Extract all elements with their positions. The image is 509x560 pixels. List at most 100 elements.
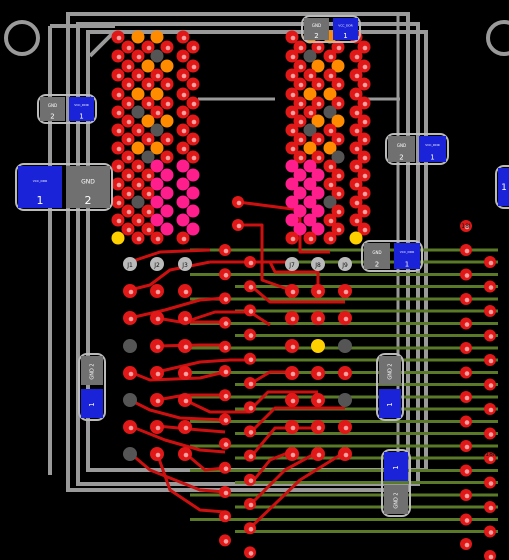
pad <box>219 244 231 256</box>
pad <box>484 550 496 560</box>
pad <box>111 30 125 44</box>
pad <box>141 204 155 218</box>
pad <box>303 87 317 101</box>
pad <box>219 316 231 329</box>
pad <box>176 105 190 119</box>
pad <box>460 489 472 501</box>
outline-rect-outer <box>66 12 410 492</box>
pad <box>331 168 345 182</box>
pad <box>311 59 325 73</box>
outline-diag <box>88 32 114 58</box>
pad <box>285 447 299 461</box>
pad <box>293 150 307 164</box>
red-trace <box>248 406 345 435</box>
pad <box>311 339 325 353</box>
pad <box>131 49 145 63</box>
pad <box>160 222 174 236</box>
pad <box>357 96 371 110</box>
pad <box>160 59 174 73</box>
pad <box>311 77 325 91</box>
pad <box>123 393 137 407</box>
pad <box>460 220 472 232</box>
pad <box>338 447 352 461</box>
vcc-num: 1 <box>79 113 83 121</box>
pad <box>323 123 337 137</box>
red-trace <box>129 398 226 422</box>
red-trace <box>129 248 211 264</box>
pad <box>131 141 145 155</box>
capacitor-c-far-right[interactable]: 1 <box>495 165 509 209</box>
pad <box>131 87 145 101</box>
gnd-label: GND <box>312 23 321 28</box>
pad <box>323 141 337 155</box>
pad <box>323 213 337 227</box>
pad <box>150 420 164 434</box>
pad <box>178 366 192 380</box>
red-trace <box>184 398 250 414</box>
pad <box>150 231 164 245</box>
vcc-num: 1 <box>37 194 44 207</box>
pad <box>141 168 155 182</box>
pad <box>311 96 325 110</box>
capacitor-c-right-low[interactable]: GND 21 <box>381 449 411 517</box>
pad <box>131 231 145 245</box>
capacitor-c-left-mid[interactable]: GND 21 <box>78 353 106 421</box>
pad <box>349 49 363 63</box>
pad <box>285 141 299 155</box>
pad <box>460 415 472 428</box>
red-trace <box>129 451 226 494</box>
pad <box>311 447 325 461</box>
pad <box>349 105 363 119</box>
pad <box>460 391 472 403</box>
pad <box>311 40 325 54</box>
pad <box>219 268 231 281</box>
pad <box>357 77 371 91</box>
pad <box>293 40 307 54</box>
pad <box>357 150 371 164</box>
red-trace <box>238 223 291 292</box>
pad <box>460 464 472 477</box>
pad <box>303 105 317 119</box>
gnd-num: 2 <box>50 113 54 121</box>
pad <box>186 132 200 146</box>
pad <box>150 49 164 63</box>
pad <box>176 231 190 245</box>
pad <box>323 105 337 119</box>
pad <box>303 231 317 245</box>
pad <box>357 59 371 73</box>
pad <box>349 213 363 227</box>
vcc-num: 1 <box>405 260 409 268</box>
pad <box>244 473 256 486</box>
pad <box>150 159 164 173</box>
pad <box>111 105 125 119</box>
pad <box>131 123 145 137</box>
pad <box>484 305 496 317</box>
pad <box>349 177 363 191</box>
pad <box>186 222 200 236</box>
mounting-hole-right <box>486 20 509 56</box>
pad <box>150 339 164 353</box>
gnd-label: GND 2 <box>90 363 96 379</box>
pad <box>176 159 190 173</box>
pad <box>178 393 192 407</box>
pad <box>150 393 164 407</box>
pad <box>338 284 352 298</box>
capacitor-c-right-mid[interactable]: GND 21 <box>376 353 404 421</box>
pad <box>219 340 231 353</box>
pad <box>150 141 164 155</box>
pad <box>160 168 174 182</box>
pad <box>244 280 256 293</box>
pad <box>285 177 299 191</box>
pad <box>111 68 125 82</box>
pad <box>160 150 174 164</box>
pad <box>150 366 164 380</box>
vcc-num: 1 <box>430 153 434 161</box>
